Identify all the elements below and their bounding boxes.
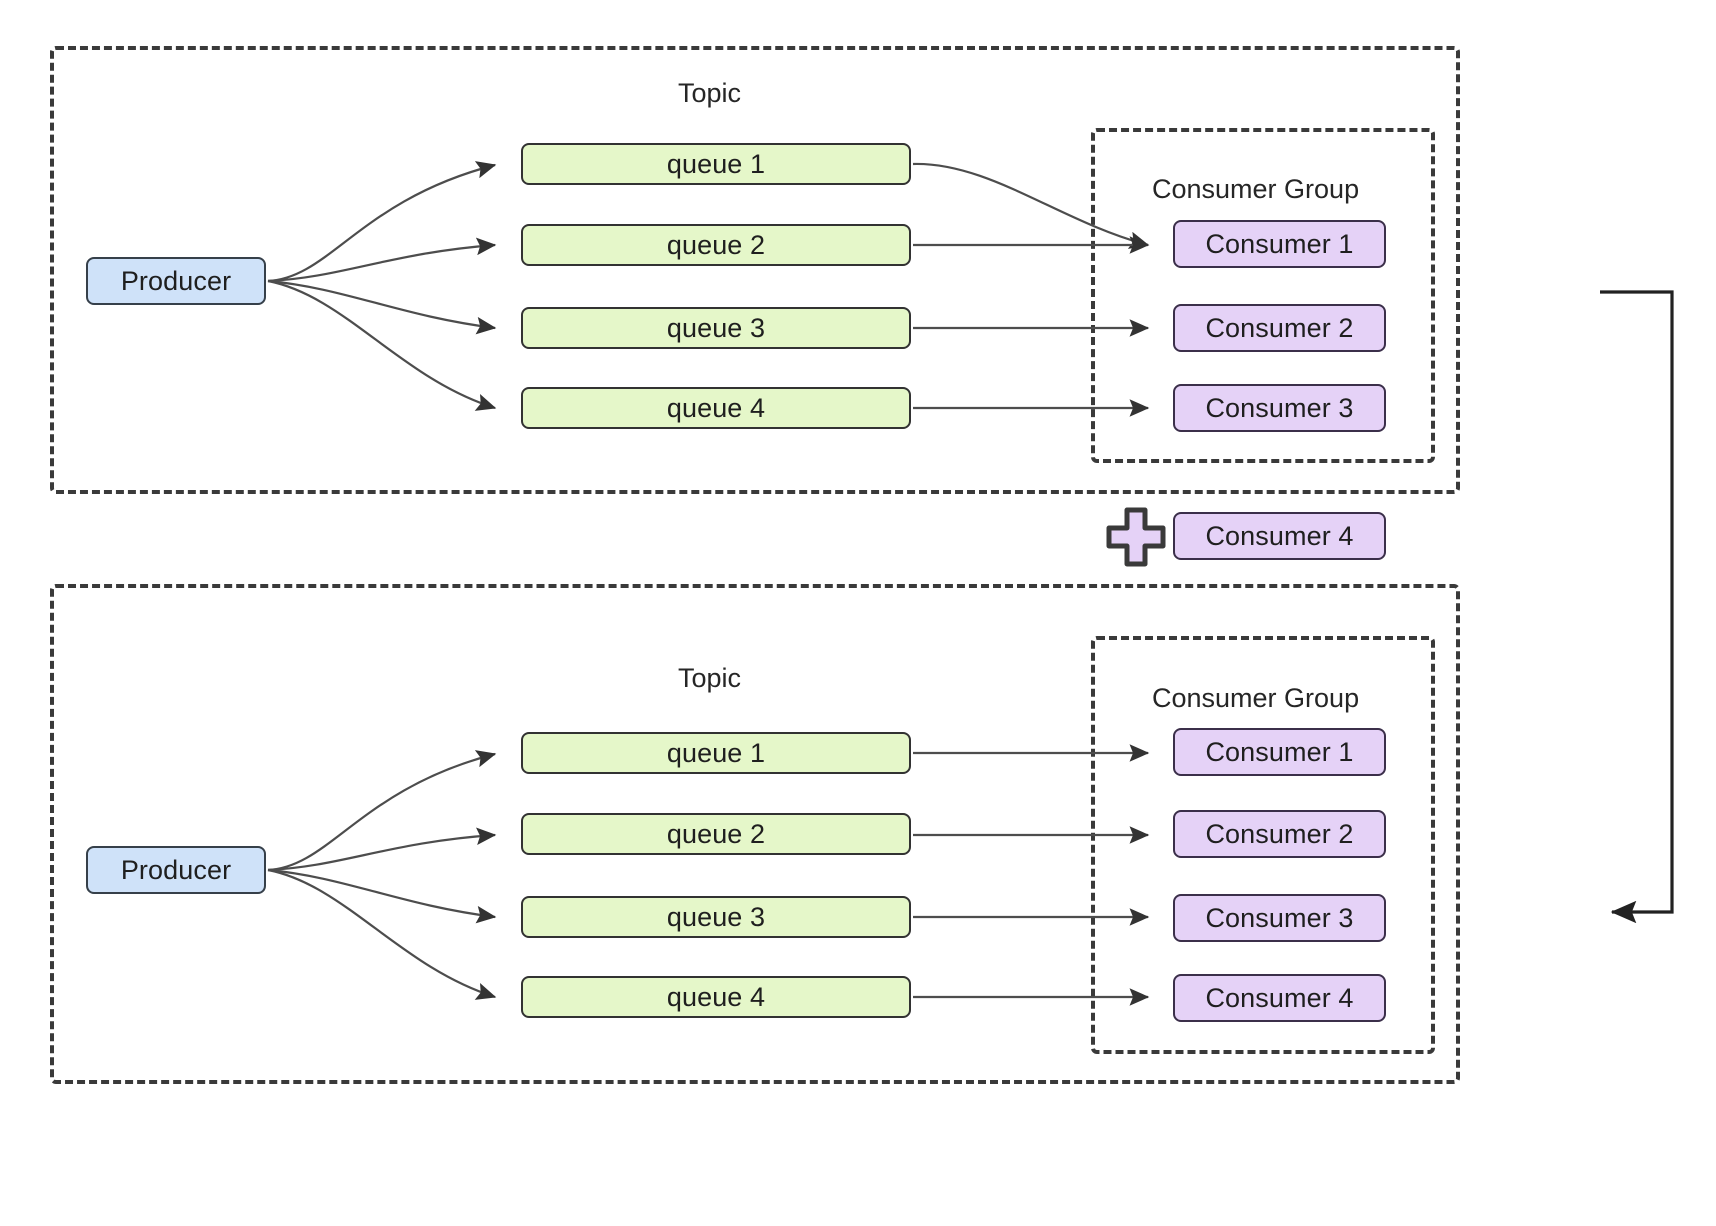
- consumer-label: Consumer 1: [1205, 228, 1354, 259]
- consumer-label: Consumer 4: [1205, 520, 1354, 551]
- consumer-node-after-4[interactable]: Consumer 4: [1173, 974, 1386, 1022]
- topic-label-before: Topic: [678, 78, 742, 108]
- consumer-label: Consumer 1: [1205, 736, 1354, 767]
- consumer-node-after-1[interactable]: Consumer 1: [1173, 728, 1386, 776]
- queue-node-before-2[interactable]: queue 2: [521, 224, 911, 266]
- queue-label: queue 1: [666, 737, 766, 768]
- producer-node-before[interactable]: Producer: [86, 257, 266, 305]
- queue-label: queue 3: [666, 312, 766, 343]
- consumer-label: Consumer 3: [1205, 392, 1354, 423]
- consumer-group-boundary-after: [1091, 636, 1435, 1054]
- consumer-node-before-1[interactable]: Consumer 1: [1173, 220, 1386, 268]
- panel-before-boundary: [50, 46, 1460, 494]
- queue-label: queue 2: [666, 818, 766, 849]
- consumer-node-before-2[interactable]: Consumer 2: [1173, 304, 1386, 352]
- producer-node-after[interactable]: Producer: [86, 846, 266, 894]
- consumer-group-label-before: Consumer Group: [1152, 174, 1360, 204]
- queue-label: queue 4: [666, 392, 766, 423]
- consumer-node-before-3[interactable]: Consumer 3: [1173, 384, 1386, 432]
- consumer-node-added[interactable]: Consumer 4: [1173, 512, 1386, 560]
- producer-label: Producer: [120, 265, 232, 296]
- queue-node-after-1[interactable]: queue 1: [521, 732, 911, 774]
- queue-node-before-3[interactable]: queue 3: [521, 307, 911, 349]
- queue-node-after-3[interactable]: queue 3: [521, 896, 911, 938]
- consumer-node-after-3[interactable]: Consumer 3: [1173, 894, 1386, 942]
- panel-after-boundary: [50, 584, 1460, 1084]
- consumer-label: Consumer 4: [1205, 982, 1354, 1013]
- consumer-group-label-after: Consumer Group: [1152, 683, 1360, 713]
- queue-label: queue 1: [666, 148, 766, 179]
- producer-label: Producer: [120, 854, 232, 885]
- queue-node-after-4[interactable]: queue 4: [521, 976, 911, 1018]
- queue-node-after-2[interactable]: queue 2: [521, 813, 911, 855]
- queue-label: queue 2: [666, 229, 766, 260]
- consumer-label: Consumer 2: [1205, 312, 1354, 343]
- queue-node-before-1[interactable]: queue 1: [521, 143, 911, 185]
- queue-label: queue 3: [666, 901, 766, 932]
- consumer-label: Consumer 2: [1205, 818, 1354, 849]
- consumer-label: Consumer 3: [1205, 902, 1354, 933]
- rebalance-connector-arrow: [1600, 290, 1674, 924]
- consumer-group-boundary-before: [1091, 128, 1435, 463]
- queue-label: queue 4: [666, 981, 766, 1012]
- consumer-node-after-2[interactable]: Consumer 2: [1173, 810, 1386, 858]
- topic-label-after: Topic: [678, 663, 742, 693]
- plus-icon: [1106, 507, 1166, 567]
- queue-node-before-4[interactable]: queue 4: [521, 387, 911, 429]
